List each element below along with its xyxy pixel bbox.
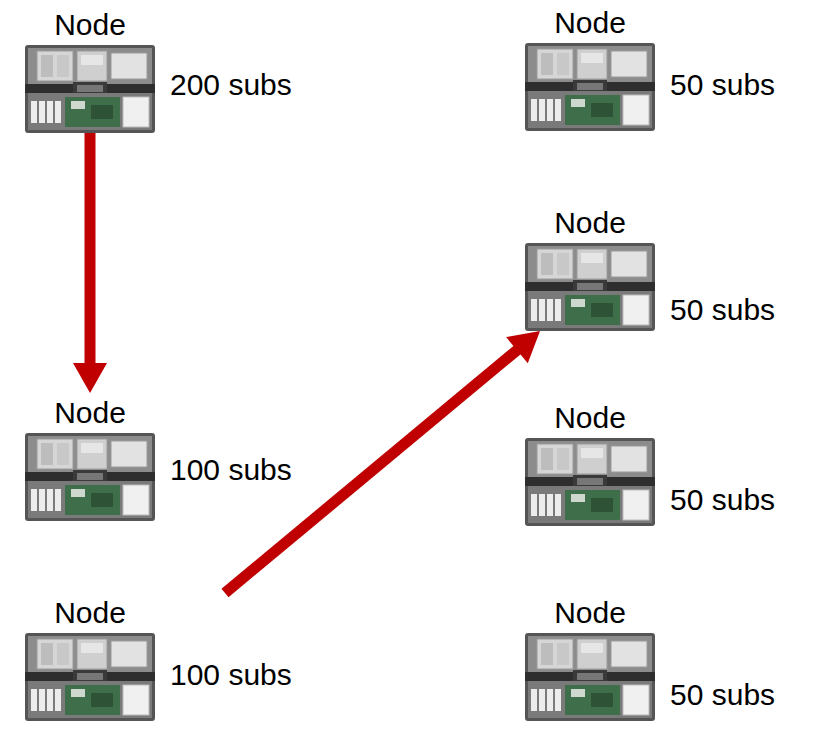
network-node: Node 50 subs	[525, 593, 779, 721]
network-node: Node 50 subs	[525, 398, 779, 526]
node-row: 50 subs	[525, 438, 779, 526]
arrow-head	[506, 331, 540, 363]
node-row: 200 subs	[25, 45, 296, 133]
node-device-icon	[25, 633, 155, 721]
arrow-shaft	[85, 133, 96, 365]
network-node: Node 50 subs	[525, 203, 779, 331]
node-heading: Node	[525, 203, 655, 243]
red-arrow	[73, 133, 107, 393]
node-row: 50 subs	[525, 43, 779, 131]
node-heading: Node	[525, 3, 655, 43]
node-device-icon	[525, 43, 655, 131]
node-row: 100 subs	[25, 433, 296, 521]
node-heading: Node	[25, 5, 155, 45]
subscriber-count: 100 subs	[170, 657, 296, 693]
subscriber-count: 200 subs	[170, 67, 296, 103]
node-device-icon	[525, 438, 655, 526]
network-node: Node 100 subs	[25, 593, 296, 721]
network-node: Node 100 subs	[25, 393, 296, 521]
subscriber-count: 50 subs	[670, 482, 779, 518]
node-device-icon	[525, 243, 655, 331]
node-heading: Node	[525, 593, 655, 633]
subscriber-count: 50 subs	[670, 292, 779, 328]
network-node: Node 200 subs	[25, 5, 296, 133]
node-heading: Node	[525, 398, 655, 438]
subscriber-count: 50 subs	[670, 677, 779, 713]
node-device-icon	[525, 633, 655, 721]
arrow-head	[73, 363, 107, 393]
network-node: Node 50 subs	[525, 3, 779, 131]
subscriber-count: 100 subs	[170, 452, 296, 488]
node-row: 50 subs	[525, 243, 779, 331]
node-row: 100 subs	[25, 633, 296, 721]
node-device-icon	[25, 433, 155, 521]
node-row: 50 subs	[525, 633, 779, 721]
node-heading: Node	[25, 393, 155, 433]
subscriber-count: 50 subs	[670, 67, 779, 103]
node-heading: Node	[25, 593, 155, 633]
node-device-icon	[25, 45, 155, 133]
